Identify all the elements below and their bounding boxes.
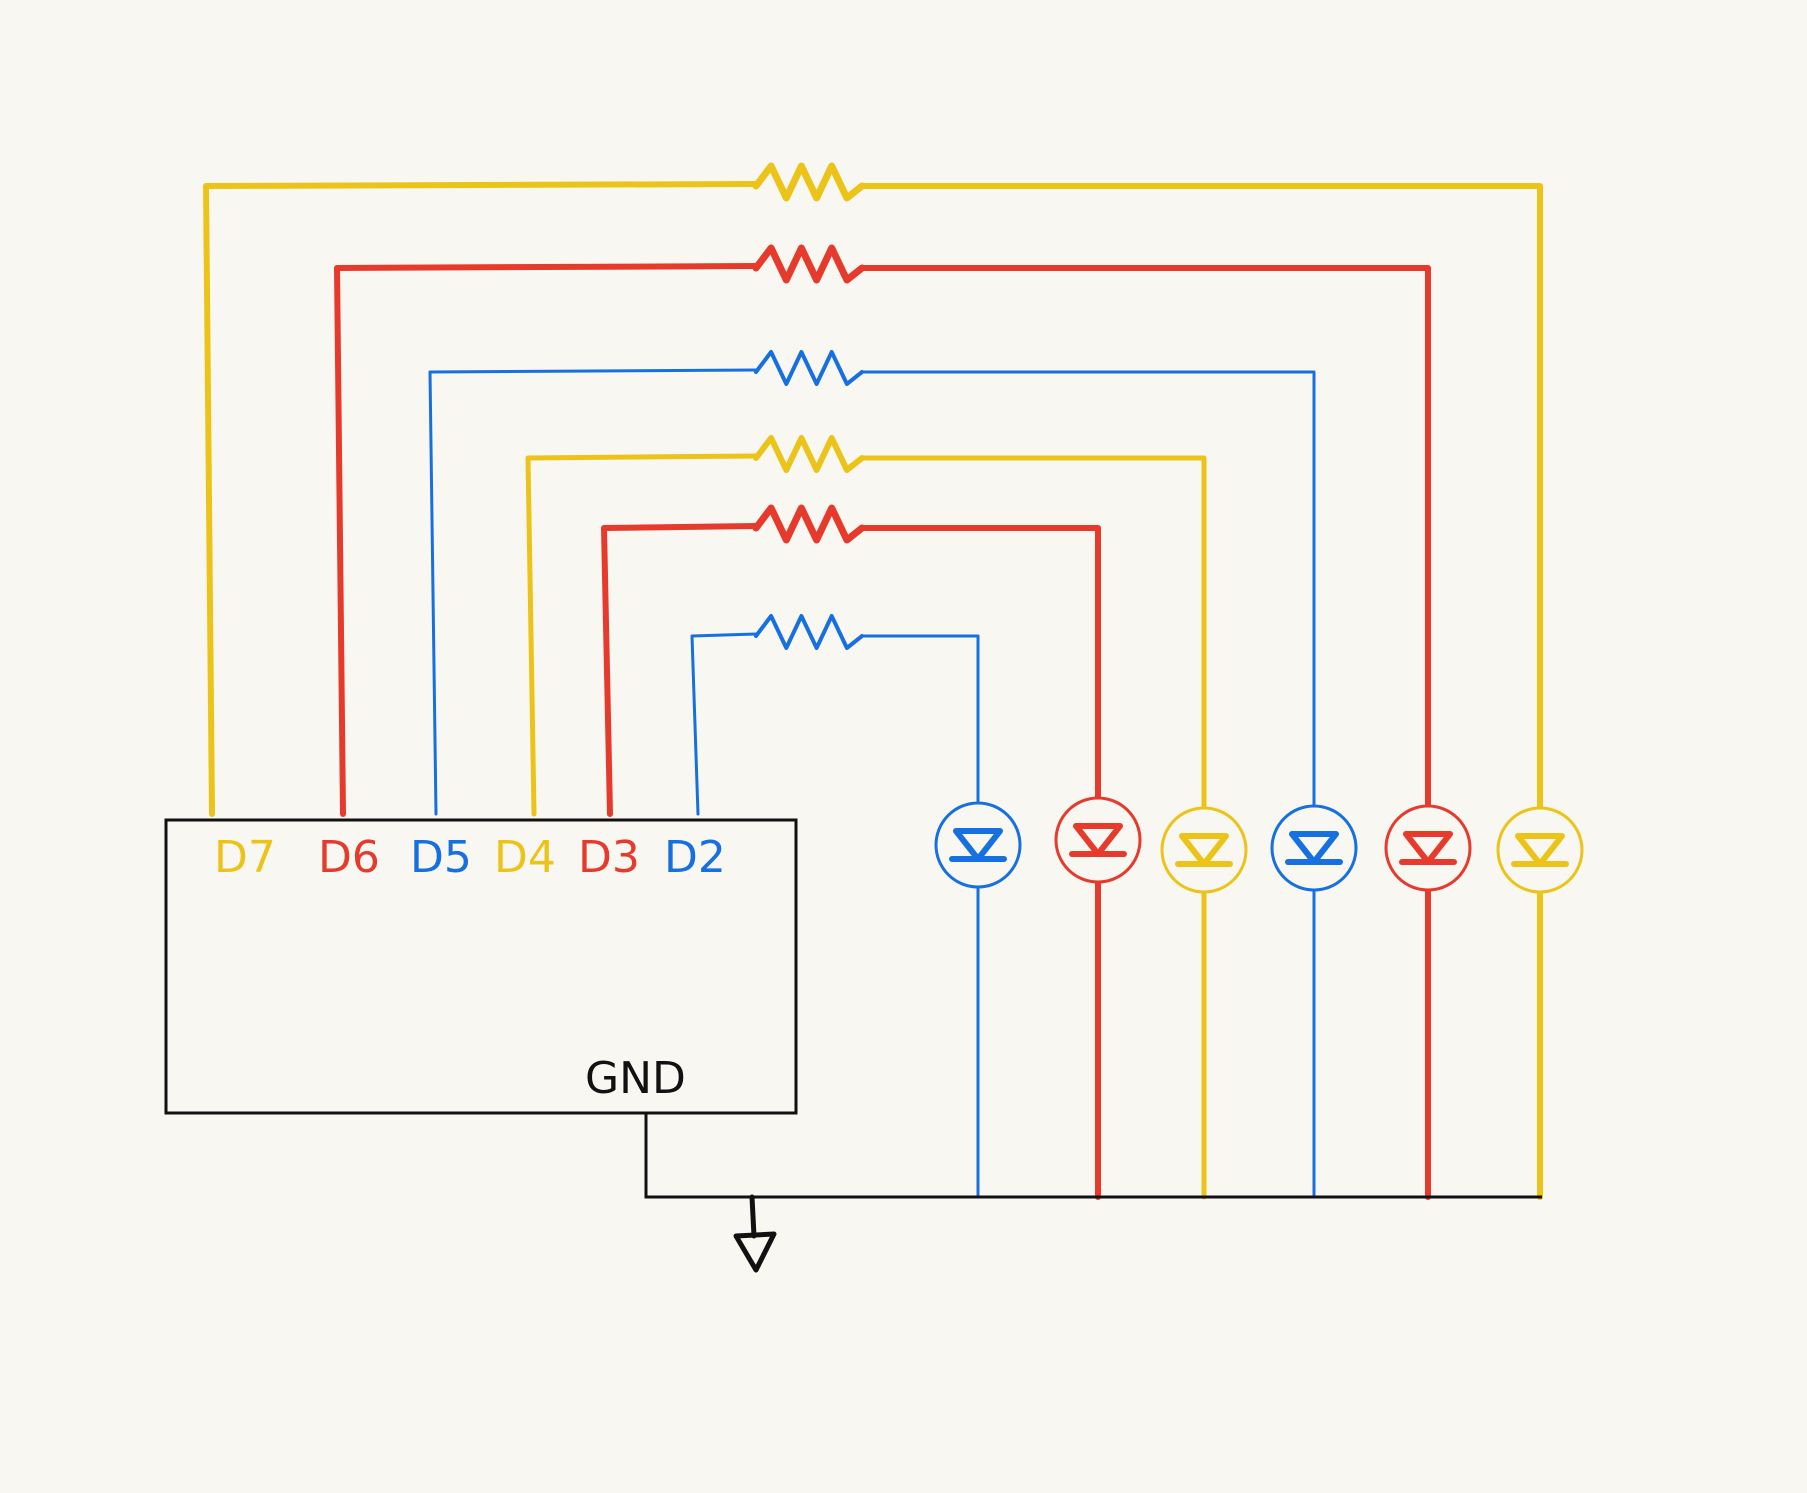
resistor-icon bbox=[754, 350, 864, 386]
pin-label-d2: D2 bbox=[664, 832, 726, 883]
resistor-icon bbox=[752, 244, 866, 284]
pin-label-d4: D4 bbox=[494, 832, 556, 883]
wire-resistor-to-led-d6 bbox=[859, 265, 1431, 809]
wire-d4-to-resistor bbox=[525, 453, 759, 817]
wire-resistor-to-led-d5 bbox=[860, 370, 1316, 808]
led-layer bbox=[934, 796, 1584, 894]
microcontroller-board bbox=[164, 818, 798, 1115]
pin-label-d5: D5 bbox=[410, 832, 472, 883]
resistor-icon bbox=[753, 435, 865, 473]
wire-d6-to-resistor bbox=[334, 263, 759, 817]
led-icon bbox=[1160, 806, 1248, 894]
led-icon bbox=[1384, 804, 1472, 892]
wire-d3-to-resistor bbox=[601, 523, 759, 817]
resistor-icon bbox=[754, 614, 864, 650]
led-icon bbox=[934, 801, 1022, 889]
resistor-layer bbox=[752, 162, 866, 650]
led-icon bbox=[1270, 804, 1358, 892]
ground-icon bbox=[733, 1194, 777, 1273]
resistor-icon bbox=[752, 504, 866, 544]
wire-layer bbox=[203, 181, 1543, 1200]
wire-d5-to-resistor bbox=[428, 368, 758, 816]
wire-resistor-to-led-d3 bbox=[859, 525, 1101, 801]
wire-resistor-to-led-d4 bbox=[859, 455, 1207, 811]
pin-label-d7: D7 bbox=[214, 832, 276, 883]
resistor-icon bbox=[752, 162, 866, 202]
wire-resistor-to-led-d7 bbox=[859, 183, 1543, 811]
wire-d2-to-resistor bbox=[690, 632, 758, 816]
pin-label-layer: D7 D6 D5 D4 D3 D2 bbox=[214, 832, 726, 883]
led-icon bbox=[1054, 796, 1142, 884]
gnd-label: GND bbox=[585, 1053, 686, 1104]
ground-wire bbox=[644, 1113, 1542, 1199]
led-icon bbox=[1496, 806, 1584, 894]
pin-label-d6: D6 bbox=[318, 832, 380, 883]
wire-resistor-to-led-d2 bbox=[860, 634, 980, 805]
pin-label-d3: D3 bbox=[578, 832, 640, 883]
wire-d7-to-resistor bbox=[203, 181, 759, 817]
